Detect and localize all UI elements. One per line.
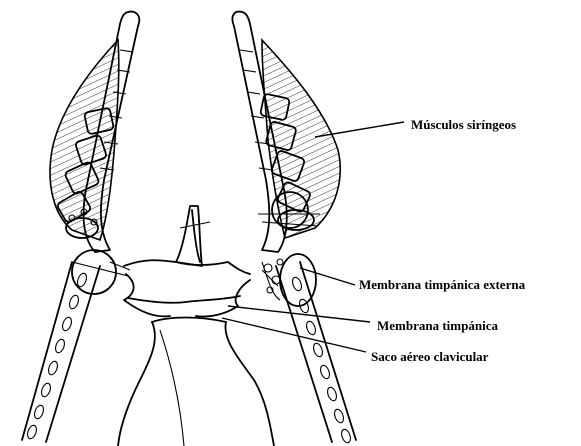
label-musculos-siringeos: Músculos siríngeos <box>411 117 516 132</box>
right-lower-bronchus <box>262 254 356 444</box>
tympanum-body <box>124 260 250 322</box>
pessulus <box>176 206 210 266</box>
left-lower-bronchus <box>22 250 130 442</box>
leader-membrana <box>228 306 370 322</box>
label-membrana-timpanica: Membrana timpánica <box>377 318 498 333</box>
leader-membrana-externa <box>300 268 355 285</box>
clavicular-air-sac <box>118 322 274 446</box>
label-membrana-timpanica-externa: Membrana timpánica externa <box>359 277 526 292</box>
label-saco-aereo-clavicular: Saco aéreo clavicular <box>371 349 489 364</box>
